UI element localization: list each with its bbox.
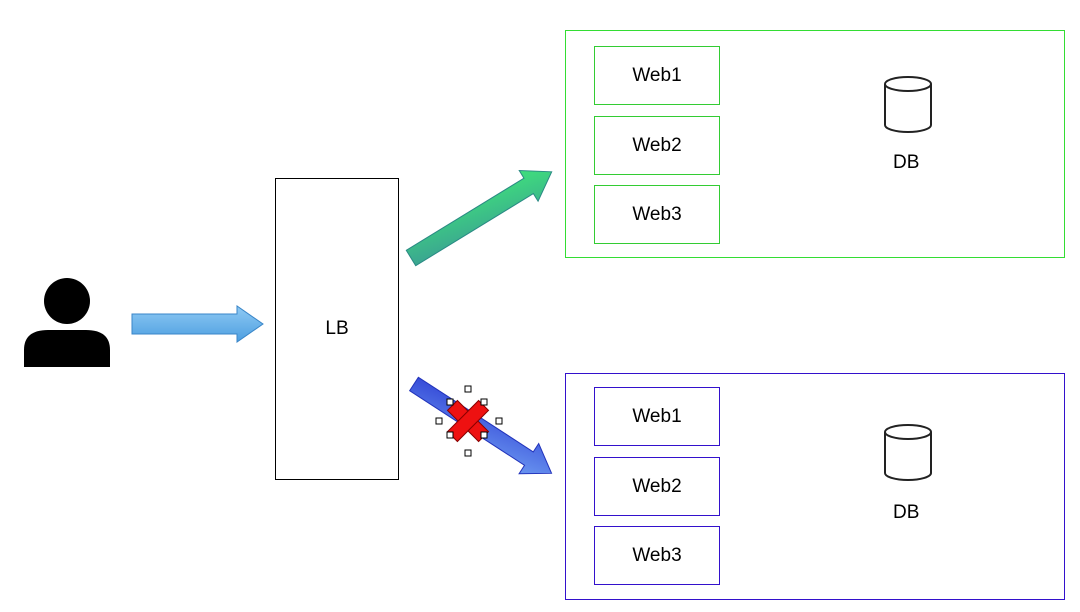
- purple-web1-server: Web1: [594, 387, 720, 446]
- green-web1-server: Web1: [594, 46, 720, 105]
- purple-web2-server: Web2: [594, 457, 720, 516]
- purple-db-label: DB: [893, 502, 920, 523]
- database-icon-purple: [884, 424, 932, 481]
- purple-environment: [565, 373, 1065, 600]
- server-label: Web2: [632, 134, 682, 156]
- green-web2-server: Web2: [594, 116, 720, 175]
- server-label: Web2: [632, 475, 682, 497]
- database-icon-green: [884, 76, 932, 133]
- user-to-lb-arrow: [131, 305, 264, 343]
- green-db-label: DB: [893, 152, 920, 173]
- lb-to-green-arrow: [405, 170, 553, 267]
- green-web3-server: Web3: [594, 185, 720, 244]
- green-environment: [565, 30, 1065, 258]
- purple-web3-server: Web3: [594, 526, 720, 585]
- server-label: Web3: [632, 203, 682, 225]
- selection-handles: [435, 385, 503, 457]
- server-label: Web1: [632, 64, 682, 86]
- person-icon: [24, 278, 110, 367]
- load-balancer-box: LB: [275, 178, 399, 480]
- server-label: Web3: [632, 544, 682, 566]
- load-balancer-label: LB: [325, 318, 349, 339]
- server-label: Web1: [632, 405, 682, 427]
